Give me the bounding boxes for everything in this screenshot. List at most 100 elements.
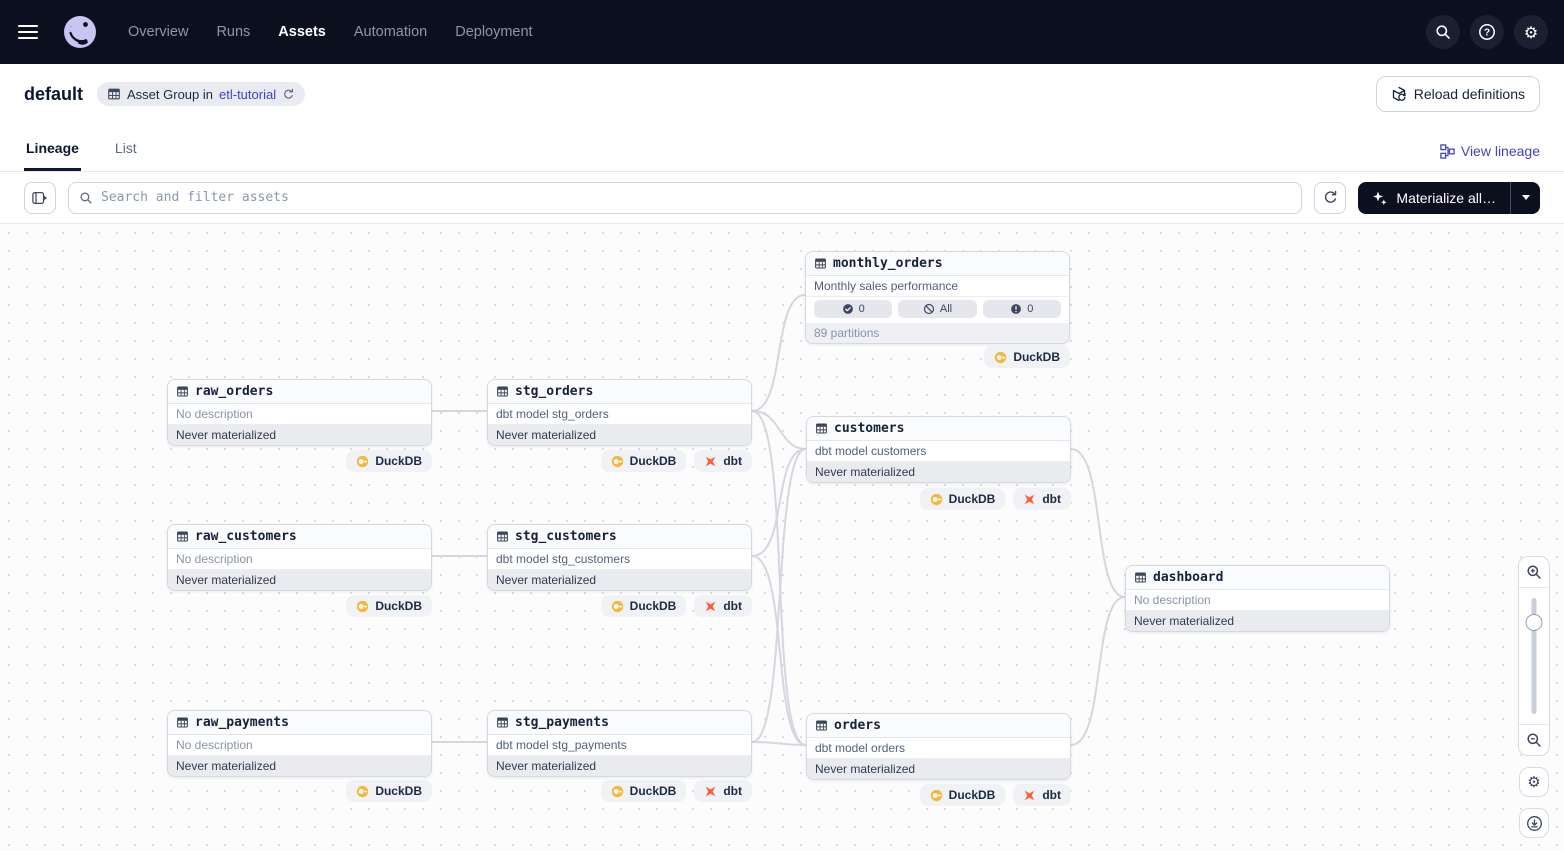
slash-circle-icon bbox=[923, 303, 934, 315]
edge-orders-dashboard bbox=[1070, 596, 1126, 746]
zoom-out-icon bbox=[1527, 733, 1541, 747]
duckdb-label: DuckDB bbox=[948, 492, 996, 506]
nav-item-automation[interactable]: Automation bbox=[353, 24, 428, 40]
duckdb-icon bbox=[930, 789, 942, 801]
duckdb-tag[interactable]: DuckDB bbox=[600, 595, 687, 617]
duckdb-icon bbox=[357, 785, 369, 797]
code-location-link[interactable]: etl-tutorial bbox=[219, 86, 277, 102]
badge-row-raw-customers: DuckDB bbox=[167, 595, 432, 617]
duckdb-tag[interactable]: DuckDB bbox=[346, 450, 432, 472]
primary-nav: Overview Runs Assets Automation Deployme… bbox=[128, 24, 533, 40]
duckdb-tag[interactable]: DuckDB bbox=[346, 780, 432, 802]
asset-title: raw_customers bbox=[195, 529, 297, 544]
table-icon bbox=[177, 386, 188, 397]
nav-item-overview[interactable]: Overview bbox=[128, 24, 189, 40]
asset-node-stg-orders[interactable]: stg_orders dbt model stg_orders Never ma… bbox=[487, 379, 752, 446]
duckdb-tag[interactable]: DuckDB bbox=[600, 780, 687, 802]
materialized-count-pill[interactable]: 0 bbox=[814, 300, 893, 318]
dbt-label: dbt bbox=[723, 784, 742, 798]
asset-node-customers[interactable]: customers dbt model customers Never mate… bbox=[806, 416, 1071, 483]
dbt-tag[interactable]: dbt bbox=[1013, 488, 1071, 510]
dbt-tag[interactable]: dbt bbox=[694, 595, 752, 617]
refresh-icon[interactable] bbox=[282, 88, 295, 101]
asset-node-raw-orders[interactable]: raw_orders No description Never material… bbox=[167, 379, 432, 446]
table-icon bbox=[497, 531, 508, 542]
nav-icon-group: ? ⚙ bbox=[1426, 15, 1548, 49]
duckdb-tag[interactable]: DuckDB bbox=[919, 784, 1006, 806]
freshness-pill[interactable]: All bbox=[898, 300, 977, 318]
duckdb-tag[interactable]: DuckDB bbox=[346, 595, 432, 617]
graph-settings-button[interactable]: ⚙ bbox=[1519, 767, 1549, 797]
duckdb-tag[interactable]: DuckDB bbox=[600, 450, 687, 472]
duckdb-tag[interactable]: DuckDB bbox=[984, 346, 1070, 368]
asset-description: dbt model customers bbox=[807, 441, 1070, 462]
asset-title: stg_orders bbox=[515, 384, 594, 399]
settings-button[interactable]: ⚙ bbox=[1514, 15, 1548, 49]
dagster-logo[interactable] bbox=[60, 12, 100, 52]
dbt-tag[interactable]: dbt bbox=[694, 780, 752, 802]
duckdb-label: DuckDB bbox=[1013, 350, 1060, 364]
zoom-slider[interactable] bbox=[1519, 588, 1549, 724]
duckdb-tag[interactable]: DuckDB bbox=[919, 488, 1006, 510]
view-lineage-link[interactable]: View lineage bbox=[1440, 143, 1540, 171]
search-icon bbox=[80, 191, 92, 204]
duckdb-icon bbox=[357, 455, 369, 467]
help-button[interactable]: ? bbox=[1470, 15, 1504, 49]
dbt-icon bbox=[1024, 790, 1035, 800]
lineage-toolbar: Materialize all… bbox=[0, 172, 1564, 224]
asset-node-stg-customers[interactable]: stg_customers dbt model stg_customers Ne… bbox=[487, 524, 752, 591]
asset-node-monthly-orders[interactable]: monthly_orders Monthly sales performance… bbox=[805, 251, 1070, 344]
asset-node-stg-payments[interactable]: stg_payments dbt model stg_payments Neve… bbox=[487, 710, 752, 777]
asset-title: stg_customers bbox=[515, 529, 617, 544]
materialize-options-button[interactable] bbox=[1510, 181, 1540, 214]
tab-list[interactable]: List bbox=[114, 140, 137, 156]
zoom-out-button[interactable] bbox=[1519, 725, 1549, 755]
asset-node-raw-customers[interactable]: raw_customers No description Never mater… bbox=[167, 524, 432, 591]
table-icon bbox=[497, 386, 508, 397]
duckdb-label: DuckDB bbox=[629, 599, 677, 613]
dbt-tag[interactable]: dbt bbox=[694, 450, 752, 472]
tab-lineage[interactable]: Lineage bbox=[24, 140, 81, 171]
svg-text:?: ? bbox=[1484, 28, 1490, 39]
check-circle-icon bbox=[842, 304, 853, 314]
nav-item-deployment[interactable]: Deployment bbox=[455, 24, 533, 40]
zoom-in-button[interactable] bbox=[1519, 557, 1549, 587]
table-icon bbox=[108, 88, 120, 100]
badge-row-raw-orders: DuckDB bbox=[167, 450, 432, 472]
refresh-graph-button[interactable] bbox=[1314, 181, 1347, 214]
toggle-sidebar-button[interactable] bbox=[24, 181, 56, 214]
nav-item-assets[interactable]: Assets bbox=[278, 24, 326, 40]
checks-pill[interactable]: 0 bbox=[982, 300, 1061, 318]
asset-search-input[interactable] bbox=[101, 190, 1292, 205]
zoom-slider-handle[interactable] bbox=[1525, 614, 1543, 631]
dbt-tag[interactable]: dbt bbox=[1013, 784, 1071, 806]
alert-circle-icon bbox=[1011, 304, 1022, 314]
lineage-canvas[interactable]: monthly_orders Monthly sales performance… bbox=[0, 224, 1564, 851]
asset-node-dashboard[interactable]: dashboard No description Never materiali… bbox=[1125, 565, 1390, 632]
asset-description: No description bbox=[168, 404, 431, 425]
edge-stg_orders-orders bbox=[751, 410, 807, 746]
dbt-icon bbox=[705, 786, 716, 796]
asset-node-orders[interactable]: orders dbt model orders Never materializ… bbox=[806, 713, 1071, 780]
table-icon bbox=[1135, 572, 1146, 583]
asset-status: Never materialized bbox=[488, 570, 751, 590]
hamburger-menu-icon[interactable] bbox=[16, 14, 52, 50]
table-icon bbox=[497, 717, 508, 728]
nav-item-runs[interactable]: Runs bbox=[216, 24, 251, 40]
top-nav: Overview Runs Assets Automation Deployme… bbox=[0, 0, 1564, 64]
materialize-all-button[interactable]: Materialize all… bbox=[1358, 181, 1540, 214]
zoom-slider-track[interactable] bbox=[1531, 598, 1537, 714]
search-button[interactable] bbox=[1426, 15, 1460, 49]
duckdb-label: DuckDB bbox=[375, 784, 422, 798]
edge-stg_customers-orders bbox=[751, 555, 807, 746]
asset-node-raw-payments[interactable]: raw_payments No description Never materi… bbox=[167, 710, 432, 777]
asset-description: dbt model stg_customers bbox=[488, 549, 751, 570]
recenter-button[interactable] bbox=[1519, 808, 1549, 838]
dbt-label: dbt bbox=[1042, 788, 1061, 802]
table-icon bbox=[177, 531, 188, 542]
chevron-down-icon bbox=[1521, 195, 1530, 200]
view-lineage-label: View lineage bbox=[1460, 143, 1540, 159]
reload-definitions-button[interactable]: Reload definitions bbox=[1375, 76, 1540, 112]
asset-title: orders bbox=[834, 718, 881, 733]
table-icon bbox=[177, 717, 188, 728]
